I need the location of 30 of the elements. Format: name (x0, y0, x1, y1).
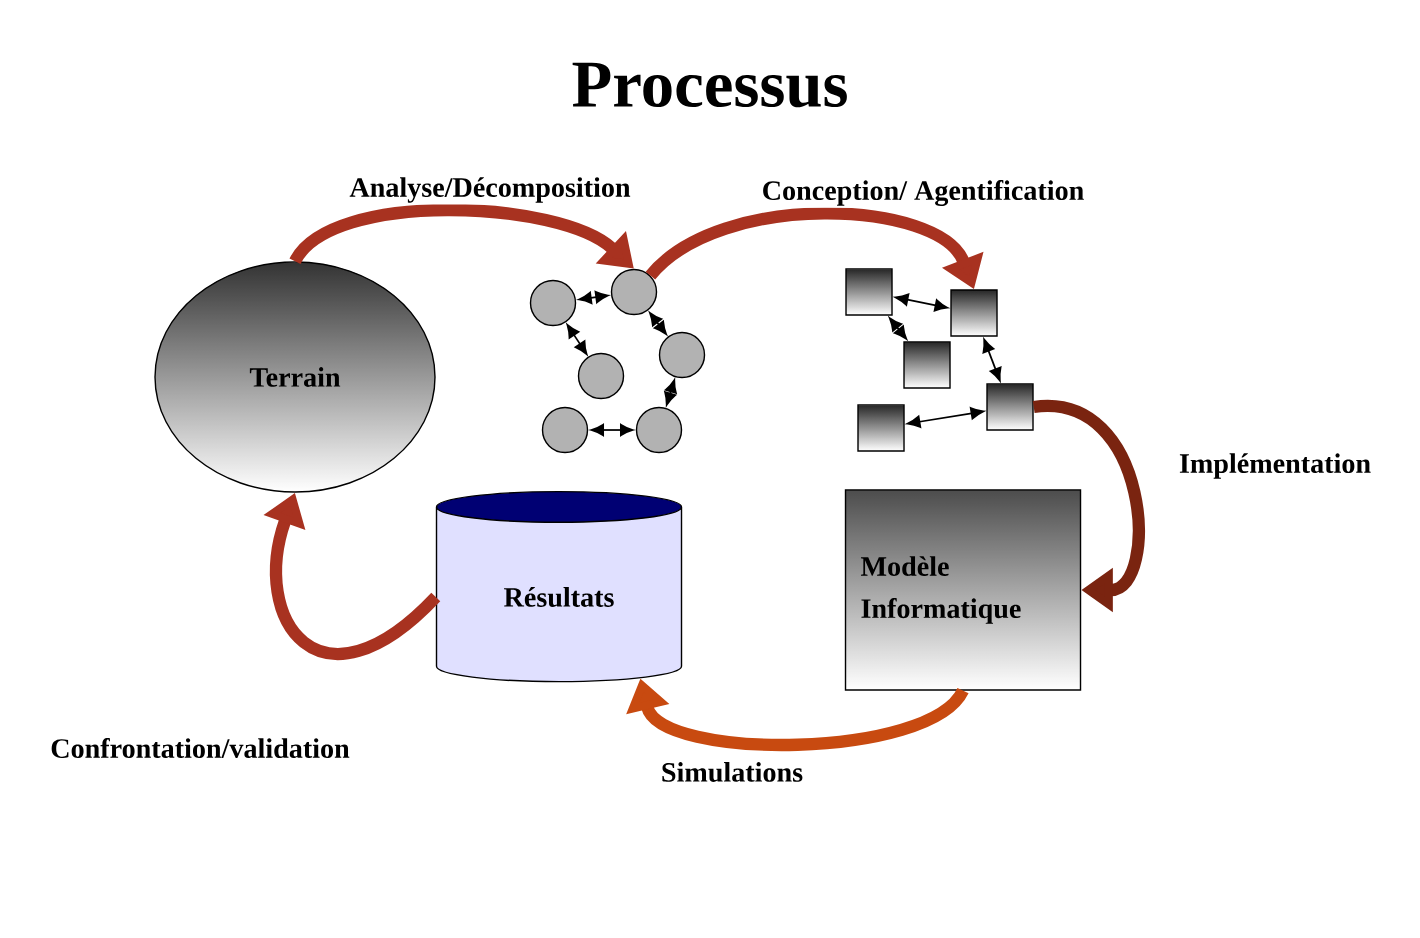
square-node (950, 289, 998, 337)
arrow (566, 324, 588, 355)
circle-node (577, 352, 625, 400)
database-cylinder: Résultats (435, 490, 683, 683)
square-node (903, 341, 951, 389)
square-node (986, 383, 1034, 431)
edge-label: Analyse/Décomposition (347, 175, 633, 205)
process-box: Modèle Informatique (844, 489, 1082, 691)
curved-arrow (1033, 400, 1145, 613)
ellipse-node: Terrain (154, 261, 436, 493)
circle-node (541, 406, 589, 454)
title: Processus (572, 62, 847, 108)
edge-label: Confrontation/validation (48, 736, 352, 760)
edge-label: Simulations (659, 760, 805, 784)
edge-label: Conception/ Agentification (760, 178, 1087, 208)
arrow (982, 338, 1002, 382)
arrow (894, 293, 949, 312)
arrow (888, 317, 908, 340)
square-node (857, 404, 905, 452)
arrow (664, 379, 677, 406)
arrow (590, 423, 634, 437)
circle-node (529, 279, 577, 327)
arrow (578, 290, 609, 305)
square-node (845, 268, 893, 316)
circle-node (635, 406, 683, 454)
arrow (649, 312, 667, 335)
arrow (906, 407, 985, 428)
circle-node (658, 331, 706, 379)
circle-node (610, 268, 658, 316)
edge-label: Implémentation (1177, 451, 1373, 481)
